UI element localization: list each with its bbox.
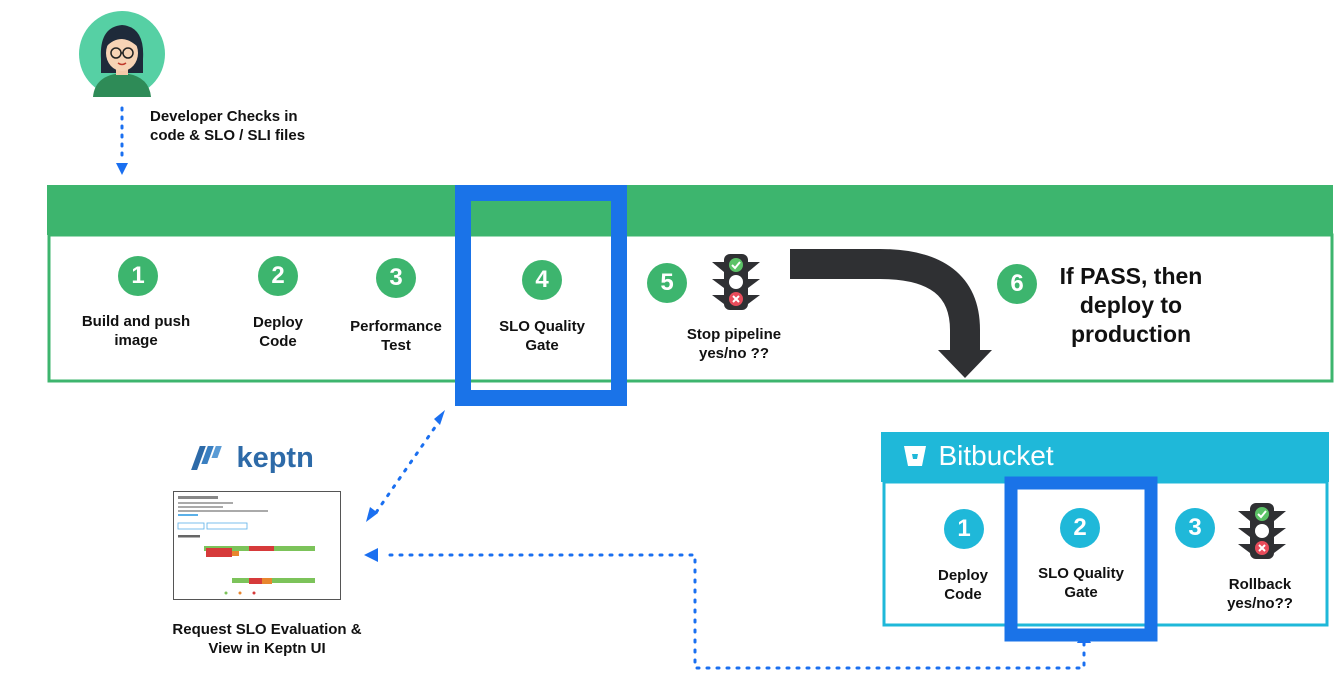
step-5-badge: 5: [647, 263, 687, 303]
bitbucket-step-1-label-line1: Deploy: [937, 567, 988, 584]
step-3-badge: 3: [376, 258, 416, 298]
deploy-arrowhead: [938, 350, 992, 378]
bitbucket-step-2-label-line2: Gate: [1064, 583, 1098, 601]
keptn-logo: keptn: [191, 440, 314, 480]
step-1-label-line1: Build and push: [81, 313, 191, 330]
keptn-ui-screenshot: [173, 491, 341, 600]
step-2-badge: 2: [258, 256, 298, 296]
step-5-label: Stop pipeline yes/no ??: [664, 326, 804, 364]
bitbucket-step-1-label-line2: Code: [944, 585, 982, 603]
pipeline-header-bar: [47, 185, 1333, 235]
bitbucket-logo: Bitbucket: [902, 440, 1054, 476]
step-3-label: Performance Test: [336, 318, 456, 356]
keptn-caption-line2: View in Keptn UI: [208, 639, 326, 657]
step-1-badge: 1: [118, 256, 158, 296]
keptn-caption-line1: Request SLO Evaluation &: [172, 621, 362, 638]
bitbucket-step-1-badge: 1: [944, 509, 984, 549]
step-5-label-line1: Stop pipeline: [686, 326, 782, 343]
bitbucket-logo-text: Bitbucket: [938, 440, 1054, 471]
step-1-label-line2: image: [114, 331, 158, 349]
bitbucket-step-2-label: SLO Quality Gate: [1025, 565, 1137, 603]
developer-arrowhead: [116, 163, 128, 175]
keptn-logo-icon: [191, 446, 222, 470]
keptn-gate-arrowhead-top: [434, 410, 445, 425]
bitbucket-traffic-light-icon: [1236, 501, 1288, 561]
developer-avatar-icon: [79, 11, 165, 97]
keptn-gate-connector: [373, 418, 442, 516]
step-6-badge: 6: [997, 264, 1037, 304]
developer-caption: Developer Checks in code & SLO / SLI fil…: [150, 108, 305, 146]
step-4-label-line1: SLO Quality: [499, 318, 585, 335]
bitbucket-step-1-label: Deploy Code: [913, 567, 1013, 605]
step-1-label: Build and push image: [66, 313, 206, 351]
pipeline-body: [47, 233, 1334, 383]
bitbucket-step-2-label-line1: SLO Quality: [1038, 565, 1124, 582]
slo-gate-highlight: [455, 185, 627, 406]
step-6-label-line3: production: [1070, 320, 1192, 347]
bitbucket-step-3-label-line2: yes/no??: [1227, 594, 1293, 612]
developer-caption-line1: Developer Checks in: [150, 108, 298, 125]
bitbucket-keptn-connector: [383, 553, 1086, 670]
deploy-arrow-shaft: [790, 249, 980, 352]
bitbucket-step-2-badge: 2: [1060, 508, 1100, 548]
step-4-label-line2: Gate: [525, 336, 559, 354]
keptn-gate-arrowhead-bottom: [366, 507, 378, 522]
bitbucket-logo-icon: [904, 446, 926, 466]
step-2-label-line2: Code: [259, 332, 297, 350]
keptn-logo-text: keptn: [236, 441, 314, 474]
step-6-label-line1: If PASS, then: [1059, 263, 1203, 289]
step-2-label-line1: Deploy: [252, 314, 303, 331]
step-5-label-line2: yes/no ??: [698, 344, 769, 362]
bitbucket-keptn-arrowhead: [364, 548, 378, 562]
step-6-label: If PASS, then deploy to production: [1046, 262, 1216, 348]
traffic-light-icon: [710, 252, 762, 312]
step-2-label: Deploy Code: [228, 314, 328, 352]
step-3-label-line1: Performance: [350, 318, 442, 335]
bitbucket-step-3-badge: 3: [1175, 508, 1215, 548]
bitbucket-step-3-label: Rollback yes/no??: [1210, 576, 1310, 614]
step-3-label-line2: Test: [381, 336, 411, 354]
keptn-caption: Request SLO Evaluation & View in Keptn U…: [160, 621, 374, 659]
bitbucket-step-3-label-line1: Rollback: [1228, 576, 1292, 593]
bitbucket-header: [881, 432, 1329, 482]
step-6-label-line2: deploy to: [1079, 291, 1183, 318]
bitbucket-slo-gate-highlight: [1004, 476, 1158, 642]
step-4-badge: 4: [522, 260, 562, 300]
step-4-label: SLO Quality Gate: [482, 318, 602, 356]
developer-caption-line2: code & SLO / SLI files: [150, 126, 306, 144]
